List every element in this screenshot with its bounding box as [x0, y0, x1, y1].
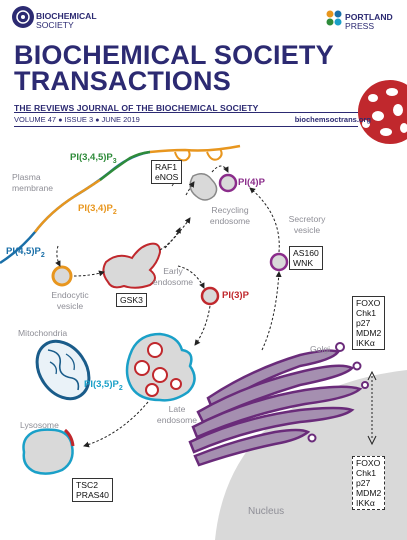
golgi-label: Golgi — [310, 344, 331, 354]
pip3-label: PI(3,4,5)P3 — [70, 152, 117, 165]
volume: VOLUME 47 — [14, 115, 57, 124]
endocytic-vesicle-label: Endocytic vesicle — [51, 290, 89, 311]
pi34p2-label: PI(3,4)P2 — [78, 203, 117, 216]
mitochondria-label: Mitochondria — [18, 328, 68, 338]
lysosome-shape — [22, 428, 74, 475]
lysosome-label: Lysosome — [20, 420, 59, 430]
endocytic-vesicle-shape — [51, 265, 73, 287]
publisher-left: BIOCHEMICAL SOCIETY — [36, 11, 97, 30]
as160-wnk-box: AS160 WNK — [289, 246, 323, 270]
pi3p-label: PI(3)P — [222, 290, 249, 301]
biochemical-society-logo — [12, 6, 34, 28]
early-endosome-label: Early endosome — [152, 266, 194, 287]
tsc2-pras40-box: TSC2 PRAS40 — [72, 478, 113, 502]
header-rule-bottom — [14, 126, 358, 127]
secretory-vesicle-shape — [269, 252, 289, 272]
pi4p-vesicle — [218, 173, 238, 193]
raf1-enos-box: RAF1 eNOS — [151, 160, 183, 184]
journal-title-line1: BIOCHEMICAL SOCIETY — [14, 40, 334, 70]
mitochondrion-shape — [35, 339, 91, 401]
nucleus-label: Nucleus — [248, 506, 285, 517]
portland-press-logo — [326, 10, 342, 26]
pi45p2-label: PI(4,5)P2 — [6, 246, 45, 259]
foxo-nucleus-box: FOXO Chk1 p27 MDM2 IKKα — [352, 456, 386, 510]
plasma-membrane-label: Plasma membrane — [12, 172, 54, 193]
publisher-right: PORTLAND PRESS — [345, 12, 393, 31]
pi4p-label: PI(4)P — [238, 177, 265, 188]
issue-date: JUNE 2019 — [101, 115, 140, 124]
foxo-cytoplasm-box: FOXO Chk1 p27 MDM2 IKKα — [352, 296, 386, 350]
header-rule-top — [14, 112, 358, 113]
early-endosome-shape — [102, 242, 162, 289]
recycling-endosome-label: Recycling endosome — [209, 205, 251, 226]
journal-subtitle: THE REVIEWS JOURNAL OF THE BIOCHEMICAL S… — [14, 103, 259, 113]
gsk3-box: GSK3 — [116, 293, 147, 307]
decorative-vesicle — [358, 80, 407, 144]
pi3p-vesicle — [200, 286, 220, 306]
pi35p2-label: PI(3,5)P2 — [84, 379, 123, 392]
recycling-endosome-shape — [189, 173, 218, 201]
late-endosome-label: Late endosome — [156, 404, 198, 425]
issue: ISSUE 3 — [64, 115, 94, 124]
golgi-stack — [188, 349, 363, 467]
website: biochemsoctrans.org — [294, 115, 371, 124]
issue-line: VOLUME 47 ● ISSUE 3 ● JUNE 2019 — [14, 115, 140, 124]
secretory-vesicle-label: Secretory vesicle — [288, 214, 326, 235]
journal-title-line2: TRANSACTIONS — [14, 66, 231, 96]
